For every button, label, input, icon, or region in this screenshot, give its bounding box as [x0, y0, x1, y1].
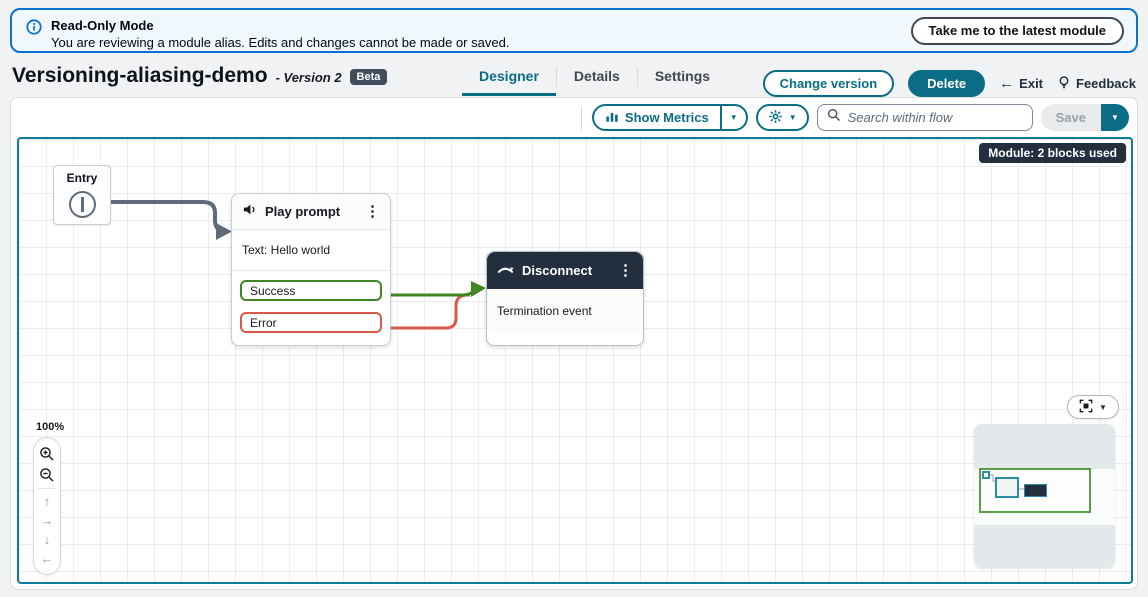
fit-to-screen-button[interactable]: ▼: [1067, 395, 1119, 419]
tab-divider: [636, 66, 638, 87]
connector-layer: [96, 200, 486, 330]
disconnect-block[interactable]: Disconnect ⋮ Termination event: [486, 251, 644, 346]
exit-label: Exit: [1019, 76, 1044, 91]
tab-designer[interactable]: Designer: [462, 68, 556, 96]
controls-divider: [38, 488, 56, 490]
designer-panel: Show Metrics ▼ ▼: [10, 97, 1138, 590]
gear-icon: [768, 109, 783, 126]
caret-down-icon: ▼: [1099, 402, 1107, 412]
save-dropdown[interactable]: ▼: [1101, 104, 1129, 131]
block-menu-icon[interactable]: ⋮: [618, 262, 633, 279]
exit-link[interactable]: ← Exit: [999, 76, 1043, 91]
disconnect-title: Disconnect: [522, 263, 593, 278]
play-prompt-title: Play prompt: [265, 204, 341, 219]
minimap-play-prompt-block: [995, 477, 1019, 498]
connector-entry-to-play-prompt: [96, 200, 226, 233]
pan-down-button[interactable]: ↓: [43, 532, 51, 548]
canvas-toolbar: Show Metrics ▼ ▼: [580, 104, 1129, 131]
version-label: - Version 2: [275, 70, 342, 85]
tab-settings[interactable]: Settings: [654, 67, 711, 84]
arrow-left-icon: ←: [999, 75, 1015, 92]
fit-screen-icon: [1079, 399, 1093, 415]
play-prompt-header: Play prompt ⋮: [232, 194, 390, 230]
caret-down-icon: ▼: [729, 113, 738, 122]
connector-error-to-disconnect: [390, 293, 470, 330]
search-icon: [827, 108, 841, 127]
entry-point-icon: [68, 191, 96, 218]
delete-button[interactable]: Delete: [908, 70, 986, 97]
pan-left-button[interactable]: ←: [40, 551, 54, 567]
latest-module-button[interactable]: Take me to the latest module: [910, 17, 1124, 45]
entry-block[interactable]: Entry: [53, 165, 111, 225]
tab-details[interactable]: Details: [573, 67, 620, 84]
pan-up-button[interactable]: ↑: [43, 494, 51, 510]
zoom-in-button[interactable]: [39, 444, 55, 465]
port-error[interactable]: Error: [240, 312, 382, 333]
phone-hangup-icon: [497, 262, 514, 280]
connector-success-to-disconnect: [390, 289, 476, 297]
settings-dropdown-button[interactable]: ▼: [755, 104, 809, 131]
banner-title: Read-Only Mode: [51, 18, 154, 33]
minimap-entry-block: [982, 471, 990, 479]
info-icon: [26, 19, 42, 35]
module-usage-badge: Module: 2 blocks used: [979, 143, 1126, 163]
tab-divider: [555, 66, 557, 87]
disconnect-body: Termination event: [487, 289, 643, 333]
show-metrics-split-button: Show Metrics ▼: [591, 104, 748, 131]
block-menu-icon[interactable]: ⋮: [365, 203, 380, 220]
beta-badge: Beta: [349, 69, 388, 85]
show-metrics-dropdown[interactable]: ▼: [719, 106, 746, 129]
caret-down-icon: ▼: [1111, 113, 1119, 122]
banner-message: You are reviewing a module alias. Edits …: [51, 35, 510, 50]
play-prompt-body: Text: Hello world: [232, 230, 390, 271]
toolbar-divider: [580, 105, 582, 130]
header-actions: Change version Delete ← Exit Feedback: [762, 70, 1136, 97]
bar-chart-icon: [605, 109, 619, 126]
disconnect-header: Disconnect ⋮: [487, 252, 643, 289]
minimap-disconnect-block: [1024, 484, 1047, 497]
show-metrics-label: Show Metrics: [624, 110, 709, 125]
show-metrics-button[interactable]: Show Metrics: [594, 106, 720, 129]
save-button[interactable]: Save: [1040, 104, 1101, 131]
page-title: Versioning-aliasing-demo: [12, 64, 268, 87]
flow-canvas[interactable]: Module: 2 blocks used Entry Play prompt: [17, 137, 1133, 584]
port-success[interactable]: Success: [240, 280, 382, 301]
flow-search: [816, 104, 1033, 131]
lightbulb-icon: [1057, 75, 1071, 93]
connector-arrowhead: [216, 223, 232, 240]
pan-right-button[interactable]: →: [40, 513, 54, 529]
feedback-label: Feedback: [1076, 76, 1136, 91]
play-prompt-block[interactable]: Play prompt ⋮ Text: Hello world Success …: [231, 193, 391, 346]
feedback-link[interactable]: Feedback: [1057, 75, 1136, 93]
speaker-icon: [242, 202, 257, 222]
title-row: Versioning-aliasing-demo - Version 2 Bet…: [12, 64, 388, 88]
minimap[interactable]: [974, 424, 1115, 568]
entry-block-label: Entry: [66, 171, 98, 185]
read-only-banner: Read-Only Mode You are reviewing a modul…: [10, 8, 1138, 53]
save-split-button: Save ▼: [1040, 104, 1129, 131]
tab-bar: Designer Details Settings: [462, 66, 727, 97]
change-version-button[interactable]: Change version: [762, 70, 895, 97]
connector-arrowhead: [471, 281, 486, 297]
search-input[interactable]: [847, 110, 1026, 125]
zoom-pan-controls: ↑ → ↓ ←: [33, 437, 61, 575]
caret-down-icon: ▼: [788, 113, 797, 122]
play-prompt-ports: Success Error: [232, 271, 390, 342]
zoom-out-button[interactable]: [39, 465, 55, 486]
zoom-level-label: 100%: [36, 421, 65, 433]
